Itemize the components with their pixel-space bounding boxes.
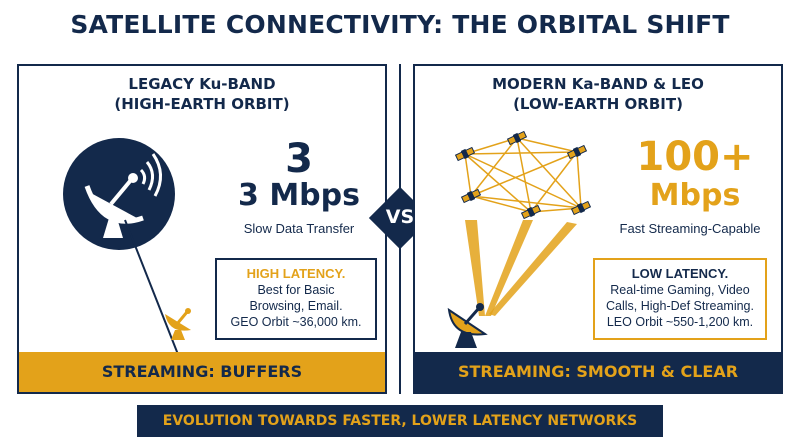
- modern-info-box: LOW LATENCY. Real-time Gaming, Video Cal…: [593, 258, 767, 340]
- legacy-heading: LEGACY Ku-BAND (HIGH-EARTH ORBIT): [19, 74, 385, 114]
- modern-panel: MODERN Ka-BAND & LEO (LOW-EARTH ORBIT): [413, 64, 783, 394]
- modern-big-number: 100+: [636, 134, 754, 180]
- legacy-speed-caption: Slow Data Transfer: [243, 221, 355, 236]
- legacy-heading-line2: (HIGH-EARTH ORBIT): [114, 95, 290, 113]
- vs-badge: VS: [368, 186, 432, 250]
- legacy-info-line: Browsing, Email.: [249, 299, 343, 313]
- signal-beams: [465, 220, 577, 316]
- legacy-info-line: GEO Orbit ~36,000 km.: [230, 315, 362, 329]
- legacy-heading-line1: LEGACY Ku-BAND: [128, 75, 276, 93]
- modern-streaming-band: STREAMING: SMOOTH & CLEAR: [415, 352, 781, 392]
- modern-info-line: Real-time Gaming, Video: [610, 283, 750, 297]
- legacy-info-box: HIGH LATENCY. Best for Basic Browsing, E…: [215, 258, 377, 340]
- small-dish-icon: [165, 308, 191, 340]
- legacy-streaming-band: STREAMING: BUFFERS: [19, 352, 385, 392]
- legacy-big-number: 3: [285, 136, 313, 182]
- legacy-speed: 3 Mbps: [238, 178, 360, 213]
- vs-label: VS: [385, 206, 415, 228]
- legacy-panel: LEGACY Ku-BAND (HIGH-EARTH ORBIT) 3 3 Mb…: [17, 64, 387, 394]
- modern-heading-line2: (LOW-EARTH ORBIT): [513, 95, 683, 113]
- satellite-constellation-icon: [454, 130, 592, 220]
- modern-heading: MODERN Ka-BAND & LEO (LOW-EARTH ORBIT): [415, 74, 781, 114]
- modern-info-title: LOW LATENCY.: [631, 266, 729, 281]
- modern-heading-line1: MODERN Ka-BAND & LEO: [492, 75, 704, 93]
- footer-banner: EVOLUTION TOWARDS FASTER, LOWER LATENCY …: [137, 405, 663, 437]
- satellite-dish-icon: [63, 138, 175, 250]
- legacy-info-line: Best for Basic: [257, 283, 335, 297]
- modern-info-line: LEO Orbit ~550-1,200 km.: [606, 315, 754, 329]
- modern-speed: Mbps: [649, 178, 741, 213]
- modern-info-line: Calls, High-Def Streaming.: [606, 299, 754, 313]
- ground-dish-icon: [447, 303, 488, 348]
- legacy-info-title: HIGH LATENCY.: [246, 266, 346, 281]
- modern-speed-caption: Fast Streaming-Capable: [619, 221, 761, 236]
- page-title: SATELLITE CONNECTIVITY: THE ORBITAL SHIF…: [70, 10, 730, 39]
